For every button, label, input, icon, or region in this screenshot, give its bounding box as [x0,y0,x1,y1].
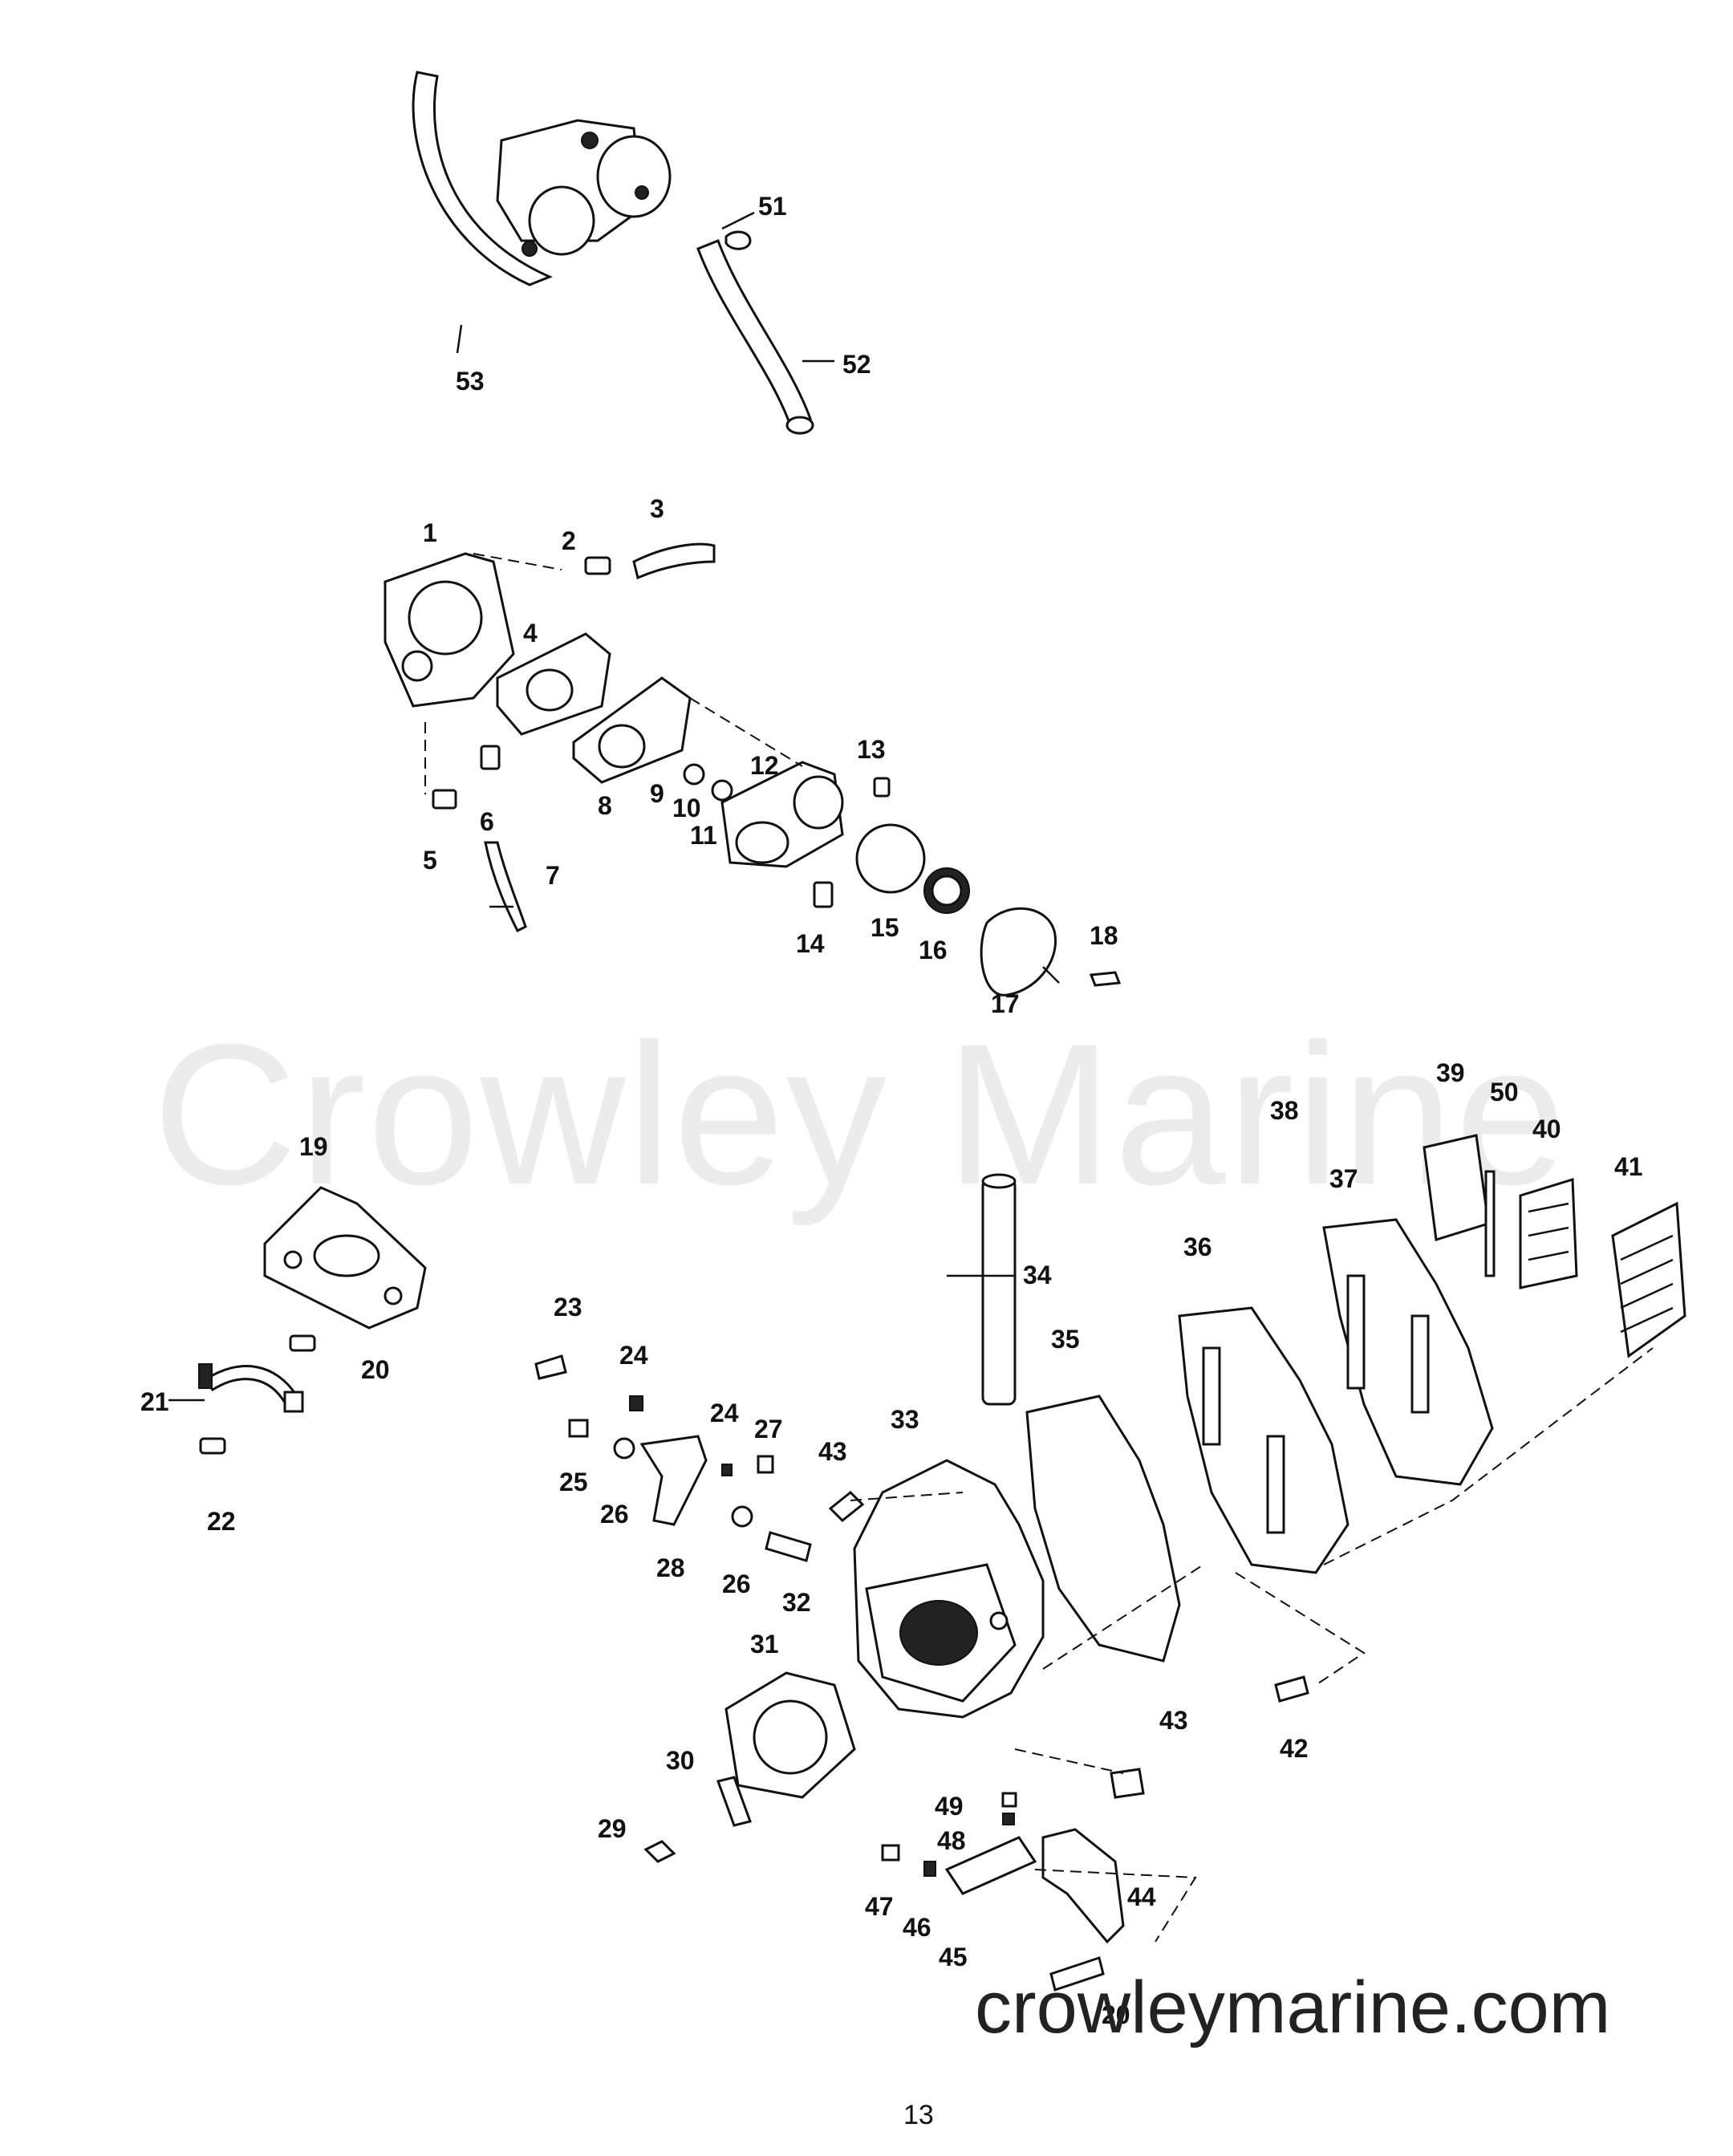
callout-39: 39 [1436,1058,1465,1087]
small-hardware [432,542,1122,987]
callout-24a: 24 [619,1341,648,1370]
callout-53: 53 [456,367,485,396]
callout-40: 40 [1532,1115,1561,1143]
callout-1: 1 [423,518,437,547]
fuel-pump-cover [384,552,515,708]
callout-7: 7 [546,861,560,890]
gasket-plates [1025,1218,1494,1663]
callout-36: 36 [1183,1232,1212,1261]
callout-19: 19 [299,1132,328,1161]
callout-29: 29 [598,1814,627,1843]
reed-block [1611,1201,1686,1358]
fuel-pump-assembly [412,71,672,286]
callout-44: 44 [1127,1882,1156,1911]
stud-and-nut [643,1776,752,1863]
callout-46: 46 [903,1913,931,1942]
callout-47: 47 [865,1892,894,1921]
callout-6: 6 [480,807,494,836]
callout-49: 49 [935,1792,964,1821]
callout-28: 28 [656,1553,685,1582]
throttle-clamp [198,1363,304,1413]
callout-12: 12 [750,751,779,780]
callout-26a: 26 [600,1500,629,1529]
bracket-assembly [881,1675,1309,1992]
callout-43a: 43 [818,1437,847,1466]
callout-5: 5 [423,846,437,875]
callout-24b: 24 [710,1399,739,1427]
callout-30: 30 [666,1746,695,1775]
callout-9: 9 [650,779,664,808]
page-number: 13 [903,2100,934,2130]
callout-43b: 43 [1159,1706,1188,1735]
callout-38: 38 [1270,1096,1299,1125]
linkage-hardware [534,1354,865,1562]
callout-22: 22 [207,1507,236,1536]
callout-15: 15 [871,913,899,942]
callout-37: 37 [1329,1164,1358,1193]
callout-50: 50 [1490,1078,1519,1106]
callout-25: 25 [559,1468,588,1496]
callout-13: 13 [857,735,886,764]
callout-23: 23 [554,1293,582,1322]
callout-34: 34 [1023,1261,1052,1289]
fuel-hose [696,239,814,435]
callout-10: 10 [672,794,701,822]
fuel-pump-gaskets [496,632,692,784]
callout-17: 17 [991,989,1020,1018]
callout-31: 31 [750,1630,779,1659]
callout-41: 41 [1614,1152,1643,1181]
website-url[interactable]: crowleymarine.com [975,1967,1611,2048]
tube [981,1173,1017,1406]
callout-48: 48 [937,1826,966,1855]
watermark: Crowley Marine [152,1002,1569,1226]
callout-35: 35 [1051,1325,1080,1354]
callout-4: 4 [523,619,538,648]
callout-16: 16 [919,936,948,964]
callout-18: 18 [1090,921,1118,950]
callout-33: 33 [891,1405,919,1434]
leader-lines [168,211,1060,1402]
callout-51: 51 [758,192,787,221]
hose-clamp [724,230,752,250]
screw [289,1334,316,1352]
flange-gasket [724,1671,856,1799]
reed-petals [1519,1177,1578,1289]
reed-stop [1423,1134,1496,1277]
callout-27: 27 [754,1415,783,1443]
callout-14: 14 [796,929,825,958]
screw [199,1437,226,1455]
callout-labels: 53 51 52 1 2 3 4 5 6 7 8 9 10 11 12 13 1… [140,192,1643,2029]
carburetor-flange [263,1186,427,1330]
callout-32: 32 [782,1588,811,1617]
callout-21: 21 [140,1387,169,1416]
callout-11: 11 [690,821,717,850]
callout-42: 42 [1280,1734,1309,1763]
callout-3: 3 [650,494,664,523]
callout-26b: 26 [722,1569,751,1598]
callout-52: 52 [842,350,871,379]
callout-20a: 20 [361,1355,390,1384]
diaphragm-and-cap [855,823,1057,997]
callout-20b: 20 [1102,2000,1130,2029]
callout-8: 8 [598,791,612,820]
callout-2: 2 [562,526,576,555]
fuel-pump-body [683,761,844,868]
callout-45: 45 [939,1943,968,1971]
intake-manifold [853,1459,1045,1719]
